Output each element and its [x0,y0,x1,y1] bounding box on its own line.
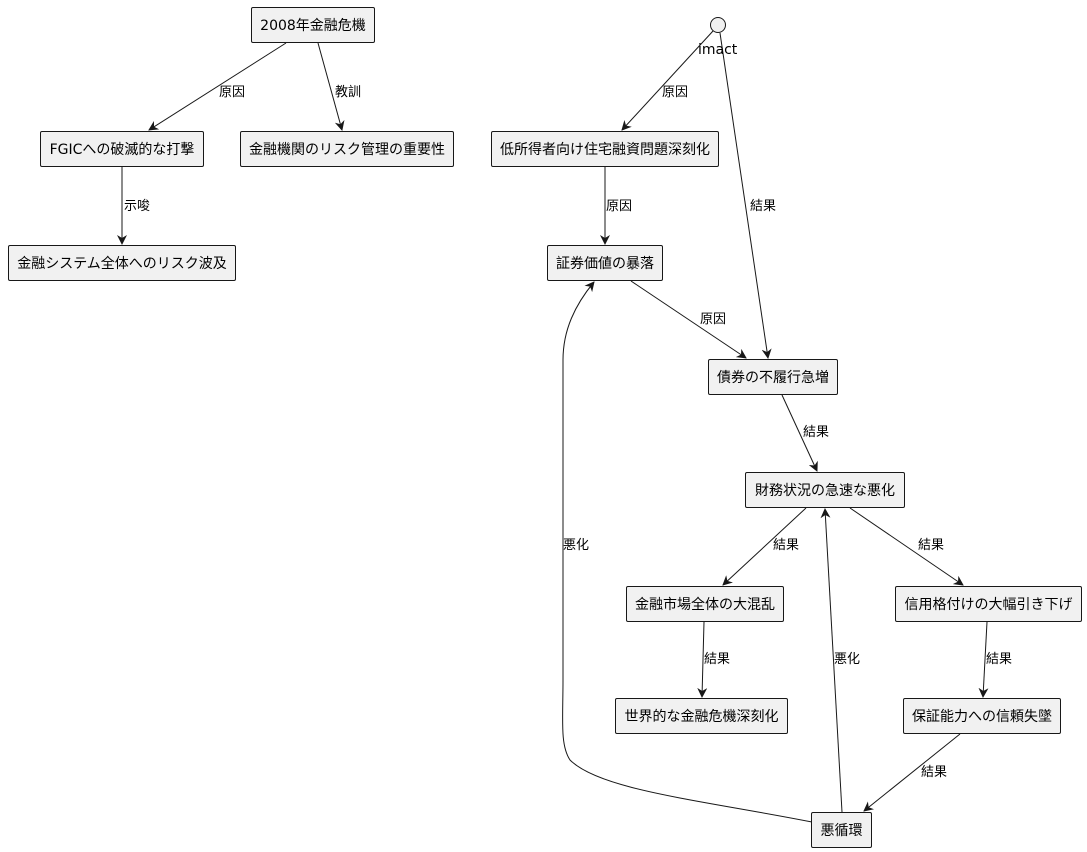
edge-crisis-fgic [148,42,287,131]
node-vicious: 悪循環 [811,812,872,848]
edge-bonddefault-finance [781,394,818,472]
edge-label-subprime-securities: 原因 [606,199,633,214]
edge-label-start-subprime: 原因 [662,85,689,100]
node-crisis2008: 2008年金融危機 [251,7,375,43]
edge-label-fgic-systemrisk: 示唆 [124,199,151,214]
edge-label-trust-vicious: 結果 [921,765,948,780]
edge-label-vicious-securities: 悪化 [563,538,590,553]
edge-vicious-securities [562,281,813,823]
node-systemrisk: 金融システム全体へのリスク波及 [8,245,236,281]
edge-label-market-globalcrisis: 結果 [704,652,731,667]
edge-label-vicious-finance: 悪化 [834,652,861,667]
edge-label-securities-bonddefault: 原因 [700,312,727,327]
edge-label-finance-market: 結果 [773,538,800,553]
start-node-label: imact [698,42,738,58]
node-market: 金融市場全体の大混乱 [626,586,784,622]
edge-label-crisis-lesson: 教訓 [335,85,362,100]
edge-label-crisis-fgic: 原因 [219,85,246,100]
edge-market-globalcrisis [697,621,708,698]
edge-rating-trust [978,621,989,698]
edge-vicious-finance [820,508,843,813]
edge-crisis-lesson [317,42,345,131]
edge-label-start-bonddefault: 結果 [750,199,777,214]
edge-finance-rating [849,507,964,586]
edge-label-rating-trust: 結果 [986,652,1013,667]
node-fgic: FGICへの破滅的な打撃 [40,131,204,167]
edge-label-finance-rating: 結果 [918,538,945,553]
node-subprime: 低所得者向け住宅融資問題深刻化 [491,131,719,167]
node-lesson: 金融機関のリスク管理の重要性 [240,131,454,167]
edge-start-subprime [621,30,714,131]
edge-securities-bonddefault [630,280,747,359]
node-finance: 財務状況の急速な悪化 [745,472,905,508]
node-rating: 信用格付けの大幅引き下げ [895,586,1082,622]
edge-label-bonddefault-finance: 結果 [803,425,830,440]
edge-trust-vicious [863,733,961,812]
start-node [710,17,726,33]
node-globalcrisis: 世界的な金融危機深刻化 [615,698,788,734]
edge-start-bonddefault [719,32,772,359]
edge-finance-market [722,507,807,586]
node-trust: 保証能力への信頼失墜 [903,698,1061,734]
node-bonddefault: 債券の不履行急増 [708,359,838,395]
node-securities: 証券価値の暴落 [547,245,663,281]
